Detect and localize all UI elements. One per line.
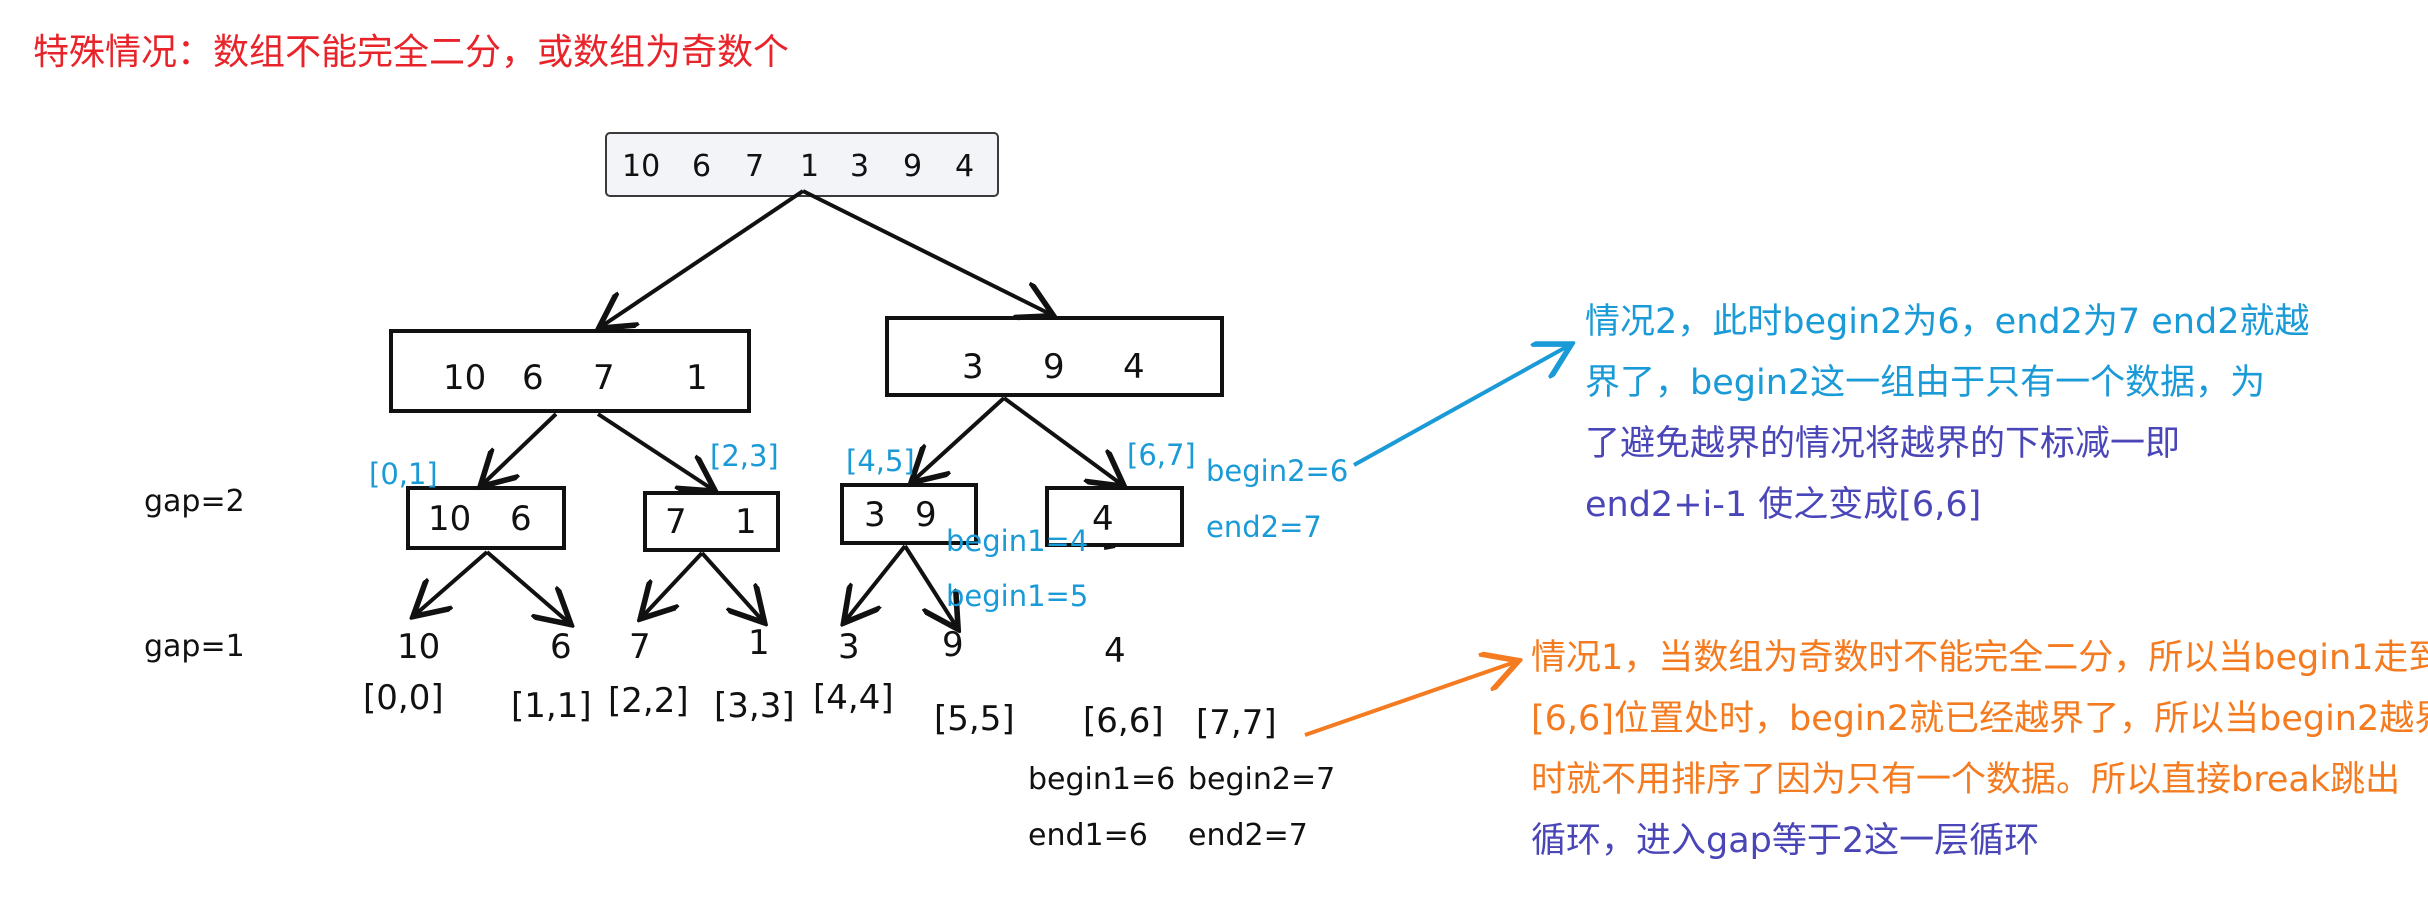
arrow-b2-left xyxy=(643,551,704,616)
leaf-range: [4,4] xyxy=(813,678,894,718)
note-case1-line: 时就不用排序了因为只有一个数据。所以直接break跳出 xyxy=(1531,760,2401,800)
level2-value: 10 xyxy=(428,499,472,539)
leaf-range: [6,6] xyxy=(1083,701,1164,741)
blue-annotation-arrow xyxy=(1353,346,1568,467)
note-case1-line: [6,6]位置处时，begin2就已经越界了，所以当begin2越界 xyxy=(1531,699,2428,739)
leaf-range: [3,3] xyxy=(714,686,795,726)
end1-label: end1=6 xyxy=(1028,818,1148,853)
root-value: 3 xyxy=(850,149,870,184)
leaf-range: [1,1] xyxy=(511,686,592,726)
begin1-5-label: begin1=5 xyxy=(946,579,1089,613)
gap2-label: gap=2 xyxy=(144,484,245,519)
arrow-root-right xyxy=(802,189,1050,314)
orange-annotation-arrow xyxy=(1304,662,1515,737)
page-title: 特殊情况：数组不能完全二分，或数组为奇数个 xyxy=(33,32,790,73)
arrow-b4-stub xyxy=(1103,544,1116,550)
gap1-label: gap=1 xyxy=(144,629,245,664)
note-case1-line: 循环，进入gap等于2这一层循环 xyxy=(1531,821,2040,861)
level1-right-value: 3 xyxy=(962,347,984,387)
root-array-box xyxy=(605,132,999,197)
arrow-l1r-to-b3 xyxy=(914,396,1006,480)
arrow-l1r-to-b4 xyxy=(1002,396,1121,484)
arrow-b3-left xyxy=(846,544,907,620)
end2-7-label: end2=7 xyxy=(1206,510,1322,544)
range-label: [2,3] xyxy=(710,439,779,473)
level2-value: 7 xyxy=(665,502,687,542)
arrow-b1-left xyxy=(416,550,489,614)
range-label: [0,1] xyxy=(369,457,438,491)
root-value: 9 xyxy=(903,149,923,184)
level1-left-box xyxy=(389,329,751,413)
leaf-value: 1 xyxy=(748,623,770,663)
note-case2: 情况2，此时begin2为6，end2为7 end2就越 界了，begin2这一… xyxy=(1585,292,2309,536)
level1-right-value: 4 xyxy=(1123,347,1145,387)
note-case2-line: 了避免越界的情况将越界的下标减一即 xyxy=(1585,424,2181,464)
leaf-value: 3 xyxy=(838,627,860,667)
leaf-value: 6 xyxy=(550,627,572,667)
range-label: [4,5] xyxy=(846,444,915,478)
level1-left-value: 1 xyxy=(686,358,708,398)
level1-left-value: 10 xyxy=(443,358,487,398)
leaf-range: [2,2] xyxy=(608,681,689,721)
arrow-l1l-to-b2 xyxy=(596,412,712,489)
arrow-root-left xyxy=(602,189,805,326)
root-value: 10 xyxy=(622,149,661,184)
note-case2-line: end2+i-1 使之变成[6,6] xyxy=(1585,485,1982,525)
leaf-value: 9 xyxy=(942,625,964,665)
level2-value: 6 xyxy=(510,499,532,539)
leaf-value: 10 xyxy=(397,627,441,667)
level1-right-value: 9 xyxy=(1043,347,1065,387)
level2-value: 4 xyxy=(1092,499,1114,539)
arrow-b1-right xyxy=(485,550,568,622)
arrow-l1l-to-b1 xyxy=(483,412,558,484)
leaf-value: 7 xyxy=(629,627,651,667)
begin1-label: begin1=6 xyxy=(1028,762,1176,797)
level2-value: 3 xyxy=(864,495,886,535)
level1-left-value: 7 xyxy=(593,358,615,398)
root-value: 4 xyxy=(955,149,975,184)
end2-label: end2=7 xyxy=(1188,818,1308,853)
note-case1: 情况1，当数组为奇数时不能完全二分，所以当begin1走到 [6,6]位置处时，… xyxy=(1531,628,2428,872)
note-case2-line: 情况2，此时begin2为6，end2为7 end2就越 xyxy=(1585,302,2310,342)
leaf-range: [0,0] xyxy=(363,678,444,718)
level2-value: 9 xyxy=(915,495,937,535)
range-label: [6,7] xyxy=(1127,438,1196,472)
root-value: 7 xyxy=(745,149,765,184)
arrow-b2-right xyxy=(700,551,762,620)
begin2-6-label: begin2=6 xyxy=(1206,454,1349,488)
leaf-range: [5,5] xyxy=(934,699,1015,739)
root-value: 6 xyxy=(692,149,712,184)
leaf-value: 4 xyxy=(1104,631,1126,671)
leaf-range: [7,7] xyxy=(1196,703,1277,743)
level2-value: 1 xyxy=(735,502,757,542)
note-case1-line: 情况1，当数组为奇数时不能完全二分，所以当begin1走到 xyxy=(1531,638,2428,678)
arrow-b3-right xyxy=(903,544,956,626)
level1-left-value: 6 xyxy=(522,358,544,398)
begin1-4-label: begin1=4 xyxy=(946,524,1089,558)
note-case2-line: 界了，begin2这一组由于只有一个数据，为 xyxy=(1585,363,2266,403)
begin2-label: begin2=7 xyxy=(1188,762,1336,797)
root-value: 1 xyxy=(800,149,820,184)
